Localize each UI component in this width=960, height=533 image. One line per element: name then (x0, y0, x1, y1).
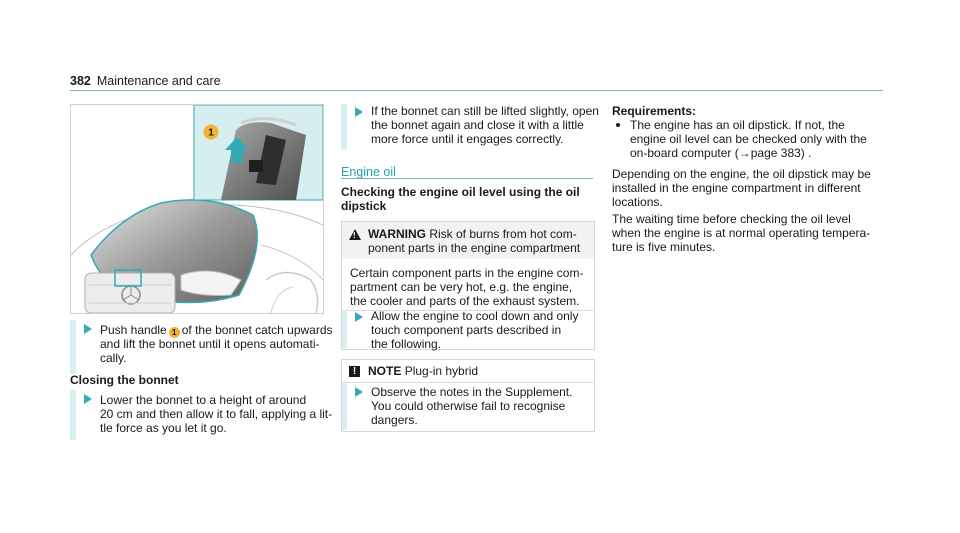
para1-line1: Depending on the engine, the oil dipstic… (612, 167, 871, 181)
closing-heading: Closing the bonnet (70, 373, 179, 387)
para1-line3: locations. (612, 195, 663, 209)
step-arrow-icon (355, 107, 363, 117)
warning-separator (342, 310, 594, 311)
page-ref-arrow-icon: → (738, 146, 751, 160)
car-drawing: 1 (71, 105, 323, 313)
warning-action-line2: touch component parts described in (371, 323, 562, 337)
warning-title-line2: ponent parts in the engine compartment (368, 241, 581, 255)
step-lower-line1: Lower the bonnet to a height of around (100, 393, 307, 407)
warning-title: WARNING Risk of burns from hot com- (368, 227, 577, 241)
step-lift-line1: If the bonnet can still be lifted slight… (371, 104, 599, 118)
warning-body-line3: the cooler and parts of the exhaust syst… (350, 294, 580, 308)
warning-action-line1: Allow the engine to cool down and only (371, 309, 579, 323)
figure-callout: 1 (208, 128, 214, 139)
step-lift-line2: the bonnet again and close it with a lit… (371, 118, 584, 132)
step-arrow-icon (355, 387, 363, 397)
para1-line2: installed in the engine compartment in d… (612, 181, 861, 195)
highlight-bar (342, 382, 347, 430)
warning-header (342, 222, 594, 259)
req-line3: on-board computer (→page 383) . (630, 146, 812, 160)
highlight-bar (70, 320, 76, 374)
section-name: Maintenance and care (96, 74, 221, 88)
section-title-engine-oil: Engine oil (341, 165, 396, 179)
subheading-line1: Checking the engine oil level using the … (341, 185, 580, 199)
section-rule (341, 178, 593, 179)
step-lift-line3: more force until it engages correctly. (371, 132, 564, 146)
warning-body-line1: Certain component parts in the engine co… (350, 266, 584, 280)
note-icon: ! (349, 366, 360, 377)
step-lower-line3: tle force as you let it go. (100, 421, 227, 435)
note-action-line3: dangers. (371, 413, 418, 427)
highlight-bar (342, 310, 347, 348)
step-lower-line2: 20 cm and then allow it to fall, applyin… (100, 407, 333, 421)
header-rule (70, 90, 883, 91)
req-line2: engine oil level can be checked only wit… (630, 132, 867, 146)
highlight-bar (70, 390, 76, 440)
bullet-icon (616, 123, 620, 127)
para2-line1: The waiting time before checking the oil… (612, 212, 851, 226)
step-push-handle-line2: and lift the bonnet until it opens autom… (100, 337, 320, 351)
page-number: 382 (70, 74, 91, 88)
req-line1: The engine has an oil dipstick. If not, … (630, 118, 845, 132)
bonnet-illustration: 1 (70, 104, 324, 314)
warning-action-line3: the following. (371, 337, 442, 351)
para2-line2: when the engine is at normal operating t… (612, 226, 871, 240)
subheading-line2: dipstick (341, 199, 387, 213)
para2-line3: ture is five minutes. (612, 240, 716, 254)
note-box: ! NOTE Plug-in hybrid Observe the notes … (341, 359, 595, 432)
note-title: NOTE Plug-in hybrid (368, 364, 479, 378)
step-push-handle-line3: cally. (100, 351, 127, 365)
warning-triangle-icon (349, 229, 361, 240)
step-arrow-icon (84, 394, 92, 404)
page-ref-link[interactable]: page 383) . (750, 146, 812, 160)
warning-body-line2: partment can be very hot, e.g. the engin… (350, 280, 573, 294)
requirements-heading: Requirements: (612, 104, 697, 118)
warning-mark-icon: ! (353, 231, 356, 240)
step-arrow-icon (355, 312, 363, 322)
step-arrow-icon (84, 324, 92, 334)
note-label: NOTE (368, 364, 402, 378)
callout-badge: 1 (168, 327, 180, 338)
note-action-line2: You could otherwise fail to recognise (371, 399, 566, 413)
warning-box: ! WARNING Risk of burns from hot com- po… (341, 221, 595, 351)
note-separator (342, 382, 594, 383)
highlight-bar (341, 104, 347, 150)
page-header: 382 Maintenance and care (70, 74, 221, 88)
warning-label: WARNING (368, 227, 426, 241)
note-action-line1: Observe the notes in the Supplement. (371, 385, 573, 399)
